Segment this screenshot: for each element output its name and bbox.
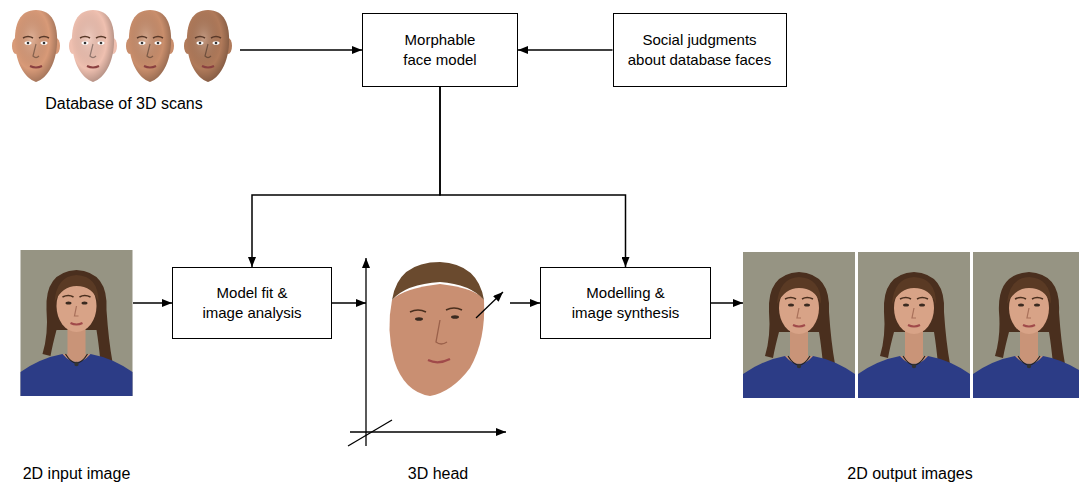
image-caption: Database of 3D scans bbox=[45, 94, 202, 113]
flow-arrow bbox=[133, 302, 172, 304]
flow-arrow bbox=[518, 49, 613, 51]
input-image: 2D input image bbox=[20, 250, 133, 396]
scan-head bbox=[69, 10, 117, 82]
scan-heads bbox=[12, 10, 232, 82]
box-label: Morphable face model bbox=[390, 30, 490, 71]
image-caption: 3D head bbox=[408, 464, 469, 483]
output-photo bbox=[743, 252, 855, 398]
scan-head bbox=[12, 10, 60, 82]
process-box: Modelling & image synthesis bbox=[540, 267, 711, 339]
flow-arrow bbox=[252, 87, 440, 267]
flow-arrow bbox=[240, 49, 362, 51]
flow-arrow bbox=[440, 87, 626, 267]
output-photo bbox=[973, 252, 1079, 398]
image-caption: 2D output images bbox=[847, 464, 972, 483]
output-photos bbox=[743, 252, 1079, 398]
output-photo bbox=[858, 252, 970, 398]
output-images: 2D output images bbox=[743, 250, 1077, 400]
process-box: Morphable face model bbox=[362, 13, 518, 87]
scan-database: Database of 3D scans bbox=[8, 8, 240, 88]
scan-head bbox=[126, 10, 174, 82]
flow-arrow bbox=[332, 302, 366, 304]
box-label: Modelling & image synthesis bbox=[568, 283, 683, 324]
scan-head bbox=[184, 10, 232, 82]
image-caption: 2D input image bbox=[23, 464, 131, 483]
process-box: Social judgments about database faces bbox=[613, 13, 787, 87]
box-label: Model fit & image analysis bbox=[200, 283, 305, 324]
process-box: Model fit & image analysis bbox=[172, 267, 332, 339]
box-label: Social judgments about database faces bbox=[625, 30, 775, 71]
input-photo bbox=[21, 250, 133, 396]
head-model bbox=[348, 258, 506, 446]
flow-arrow bbox=[510, 302, 540, 304]
head-model: 3D head bbox=[366, 255, 510, 445]
flow-arrow bbox=[711, 302, 743, 304]
